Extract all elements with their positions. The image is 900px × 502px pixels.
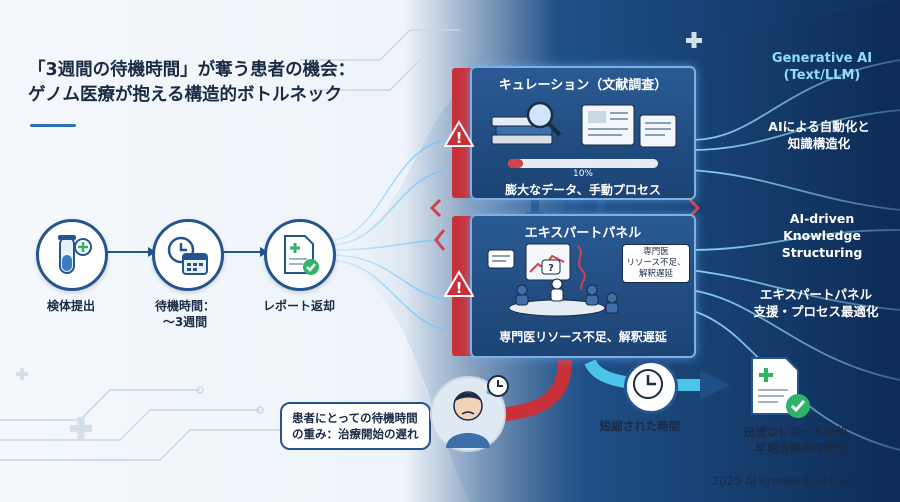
- knowledge-structuring-label: AI-driven Knowledge Structuring: [781, 211, 863, 260]
- step-label-report: レポート返却: [262, 299, 335, 313]
- meeting-illustration: ?: [487, 243, 619, 317]
- ai-automation-label: AIによる自動化と 知識構造化: [768, 119, 870, 151]
- worried-patient-icon: [446, 389, 492, 448]
- curation-illustration: [491, 101, 677, 148]
- step-label-waiting: 待機時間： ～3週間: [154, 299, 215, 329]
- books-magnifier-icon: [491, 101, 562, 145]
- report-check-icon: [284, 235, 319, 275]
- small-clock-icon: [486, 374, 510, 402]
- curation-progress-bar: [508, 159, 658, 168]
- expert-note-bubble: 専門医 リソース不足、 解釈遅延: [622, 244, 690, 283]
- svg-text:!: !: [456, 129, 463, 147]
- clock-icon: [633, 369, 663, 399]
- input-glow-lines: [329, 139, 446, 331]
- svg-text:!: !: [456, 279, 463, 297]
- expert-warning-icon: !: [443, 270, 475, 302]
- fast-report-icon: [742, 356, 814, 424]
- step-waiting-time: [152, 219, 224, 291]
- step-sample-submission: [36, 219, 108, 291]
- test-tube-icon: [58, 235, 92, 274]
- documents-icon: [581, 104, 677, 148]
- red-flow-arrow: [499, 359, 572, 422]
- patient-avatar: [430, 376, 506, 452]
- title-line-2: ゲノム医療が抱える構造的ボトルネック: [28, 85, 342, 105]
- circuit-lines: [0, 29, 460, 461]
- expert-panel: エキスパートパネル ? 専門医 リソース不足、 解釈遅延 専門医リソース不足、解…: [470, 214, 696, 358]
- step-report-return: [264, 219, 336, 291]
- generative-ai-label: Generative AI (Text/LLM): [771, 51, 873, 83]
- expert-title: エキスパートパネル: [524, 226, 642, 241]
- plus-marks: [16, 32, 702, 439]
- title-line-1: 「3週間の待機時間」が奪う患者の機会：: [28, 60, 356, 80]
- expert-caption: 専門医リソース不足、解釈遅延: [499, 330, 667, 344]
- page-title: 「3週間の待機時間」が奪う患者の機会： ゲノム医療が抱える構造的ボトルネック: [28, 58, 355, 108]
- shortened-time-label: 短縮された時間: [599, 419, 681, 433]
- title-underline: [30, 124, 76, 127]
- curation-title: キュレーション（文献調査）: [498, 78, 668, 93]
- fast-return-label: 迅速なレポート返却： 早期治療の可能性: [743, 425, 859, 455]
- svg-text:?: ?: [548, 263, 554, 274]
- curation-panel: キュレーション（文献調査） 10% 膨大なデータ、手動プロセス: [470, 66, 696, 200]
- curation-progress-fill: [508, 159, 523, 168]
- patient-bubble: 患者にとっての待機時間 の重み：治療開始の遅れ: [280, 402, 431, 450]
- expert-support-label: エキスパートパネル 支援・プロセス最適化: [753, 287, 879, 319]
- step-label-sample: 検体提出: [46, 299, 95, 313]
- curation-caption: 膨大なデータ、手動プロセス: [505, 183, 661, 197]
- shortened-time-clock: [624, 360, 678, 414]
- curation-warning-icon: !: [443, 120, 475, 152]
- clock-calendar-icon: [167, 236, 208, 275]
- cyan-arrow-head: [700, 370, 730, 400]
- copyright-text: 2025 AI KnowledgeFlow ©: [712, 474, 865, 488]
- curation-progress-text: 10%: [572, 169, 593, 179]
